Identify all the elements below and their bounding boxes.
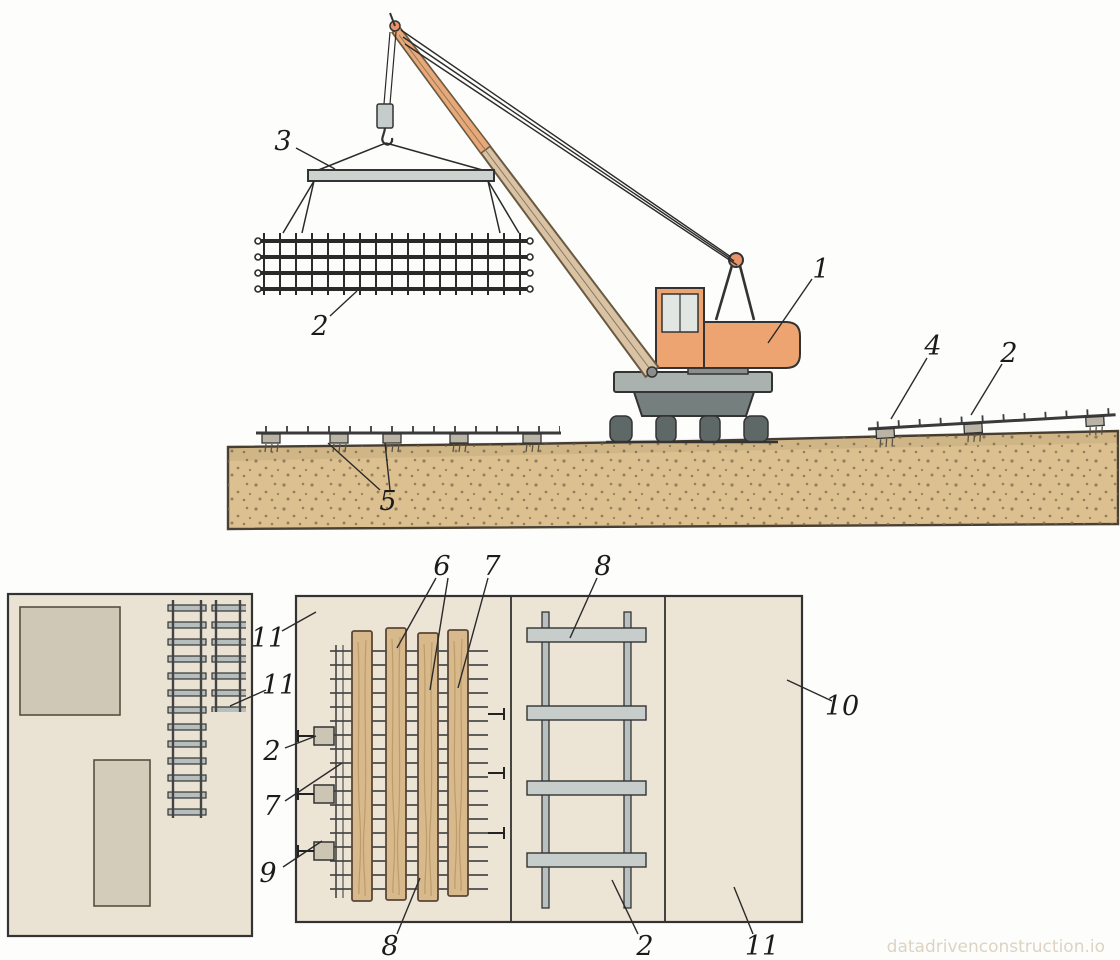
ground — [226, 429, 1120, 531]
main-panel — [294, 594, 804, 924]
leader-line — [282, 840, 323, 868]
stored-slab — [19, 606, 121, 716]
stored-ladder-mesh-short — [210, 600, 246, 712]
callout-plank-mesh-bottom: 8 — [381, 931, 398, 960]
callout-panel-edge-top: 11 — [251, 623, 285, 654]
leader-line — [327, 442, 381, 491]
stored-ladder-mesh-long — [166, 600, 208, 818]
leader-line — [611, 879, 639, 935]
crane-undercarriage — [606, 371, 778, 444]
crawler-crane — [376, 12, 801, 444]
leader-line — [457, 577, 489, 689]
traverse-beam — [307, 169, 495, 182]
hoist-ropes — [383, 31, 397, 105]
callout-support-pad-right: 4 — [923, 331, 941, 362]
plank-decking — [351, 627, 469, 902]
leader-line — [396, 877, 421, 935]
ground-mesh-right — [867, 407, 1116, 448]
ground-mesh-left — [256, 426, 561, 452]
callout-ladder-grid-bottom: 2 — [635, 931, 653, 960]
elevation-view: 3 2 1 4 2 5 — [226, 12, 1120, 531]
callout-ladder-grid-top: 8 — [594, 551, 611, 582]
leader-line — [767, 278, 813, 344]
leader-line — [429, 577, 449, 691]
lower-slings — [282, 180, 520, 234]
leader-line — [890, 357, 928, 420]
ladder-grid — [526, 611, 647, 909]
pendant-cables — [400, 29, 738, 266]
crane-cab — [655, 287, 801, 375]
callout-support-pads-left: 5 — [379, 486, 396, 517]
leader-line — [733, 886, 754, 935]
leader-line — [786, 679, 833, 702]
callout-spacer-pad: 2 — [262, 736, 280, 767]
stored-slab — [93, 759, 151, 907]
hoisted-mesh — [254, 233, 534, 295]
leader-line — [229, 689, 267, 707]
spacer-pads-left — [297, 726, 335, 861]
crane-boom — [389, 12, 660, 379]
tie-pins-right — [488, 708, 505, 839]
crane-mast — [714, 252, 756, 321]
callout-empty-panel: 10 — [825, 691, 859, 722]
leader-line — [329, 290, 358, 317]
upper-slings — [315, 142, 487, 172]
leader-line — [295, 147, 336, 170]
callout-tie-pins: 9 — [259, 858, 276, 889]
left-panel — [6, 592, 254, 938]
callout-traverse-beam: 3 — [274, 126, 291, 157]
callout-top-bars: 7 — [483, 551, 501, 582]
callout-wood-planks: 6 — [433, 551, 450, 582]
hook-block — [376, 103, 394, 146]
leader-line — [396, 577, 437, 649]
leader-line — [281, 611, 317, 632]
plan-view: 11 6 7 8 11 2 7 9 10 8 2 11 — [6, 551, 859, 960]
callout-labels-bottom: 11 6 7 8 11 2 7 9 10 8 2 11 — [229, 551, 859, 960]
leader-line — [384, 442, 391, 491]
tie-pins-left — [297, 730, 314, 857]
callout-labels-top: 3 2 1 4 2 5 — [274, 126, 1017, 517]
leader-line — [284, 762, 343, 802]
lifting-rigging — [254, 142, 534, 295]
callout-crane: 1 — [812, 254, 829, 285]
callout-panel-edge-bottom: 11 — [745, 931, 779, 960]
leader-line — [284, 735, 317, 749]
callout-stored-ladder-mesh: 11 — [262, 670, 296, 701]
leader-line — [569, 577, 598, 639]
callout-hoisted-mesh: 2 — [310, 311, 328, 342]
callout-ground-mesh-right: 2 — [999, 338, 1017, 369]
hook-icon — [381, 127, 394, 146]
watermark: datadrivenconstruction.io — [887, 937, 1105, 957]
callout-side-bars: 7 — [263, 791, 281, 822]
leader-line — [970, 363, 1003, 416]
